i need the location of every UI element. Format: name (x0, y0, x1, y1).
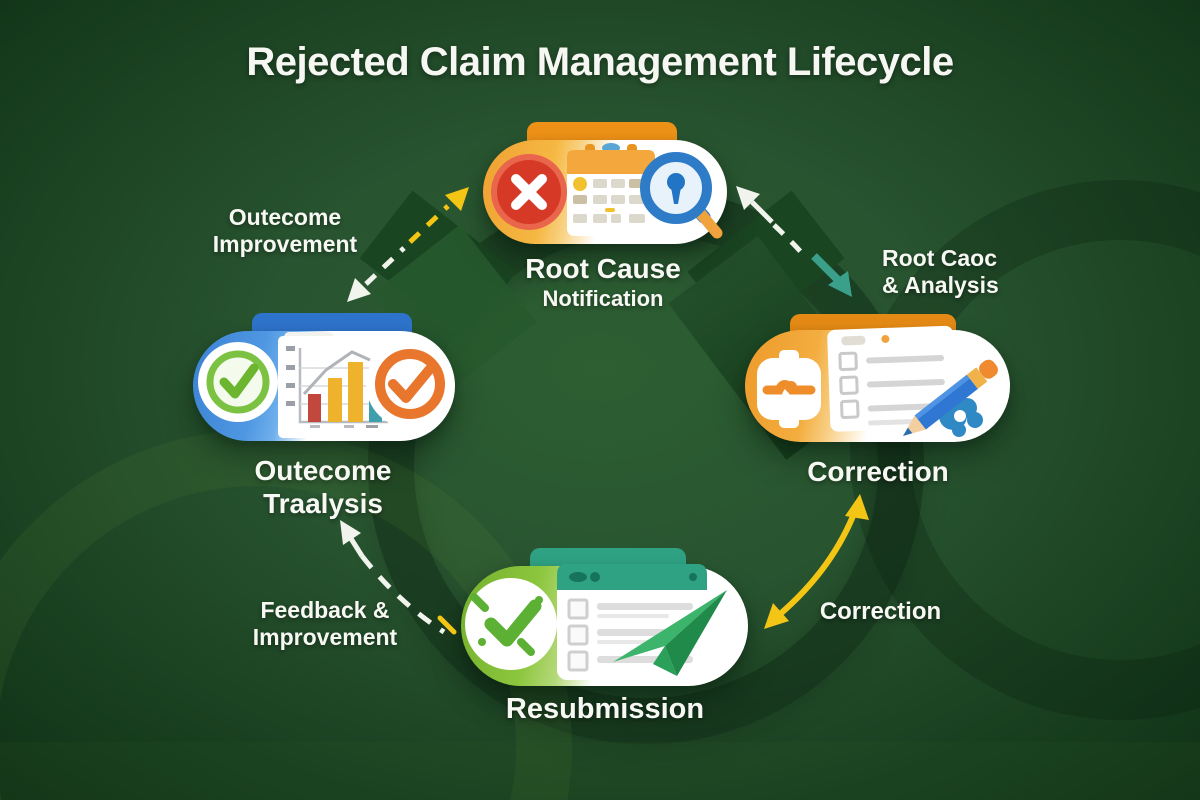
node-label-root-cause: Root Cause Notification (473, 252, 733, 312)
node-label-resubmission: Resubmission (460, 692, 750, 726)
chart-document-icon (278, 332, 398, 438)
check-circle-icon (465, 578, 557, 670)
root-cause-node-icons (491, 143, 723, 239)
toolbox-icon (757, 350, 821, 428)
decor-band (0, 742, 1200, 800)
node-label-line: Root Cause (525, 253, 681, 284)
error-x-icon (491, 154, 567, 230)
connector-label-line: Feedback & (260, 597, 390, 623)
connector-label-root-cause-analysis: Root Caoc & Analysis (882, 245, 1082, 299)
connector-label-line: Outecome (228, 204, 342, 230)
connector-label-line: Improvement (212, 231, 358, 258)
outcome-node-icons (198, 332, 454, 438)
arrow-outcome-improvement (347, 187, 469, 302)
green-check-badge-icon (198, 342, 278, 422)
arrow-correction (764, 494, 869, 629)
correction-node-icons (757, 325, 998, 437)
connector-label-line: & Analysis (882, 272, 999, 299)
connector-label-feedback-improvement: Feedback & Improvement (205, 597, 445, 651)
node-label-outcome-analysis: Outecome Traalysis (203, 454, 443, 520)
calendar-icon (567, 143, 655, 236)
node-label-line: Outecome (254, 455, 392, 486)
paper-plane-icon (613, 590, 727, 676)
node-label-line: Traalysis (263, 488, 383, 520)
resubmission-node-icons (465, 564, 727, 680)
connector-label-outcome-improvement: Outecome Improvement (165, 204, 405, 258)
orange-check-badge-icon (366, 340, 454, 428)
magnifier-icon (640, 152, 723, 239)
page-title: Rejected Claim Management Lifecycle (246, 40, 954, 84)
arrow-feedback-improvement (340, 520, 457, 635)
connector-label-line: Root Caoc (882, 245, 997, 271)
pencil-icon (903, 359, 998, 436)
connector-label-correction: Correction (808, 598, 953, 626)
arrow-root-cause-analysis (736, 186, 852, 297)
connector-label-line: Improvement (252, 624, 398, 651)
node-label-line: Resubmission (505, 693, 705, 725)
node-label-line: Notification (542, 286, 664, 312)
node-label-correction: Correction (798, 455, 958, 488)
node-label-line: Correction (807, 456, 949, 487)
connector-label-line: Correction (819, 598, 942, 625)
